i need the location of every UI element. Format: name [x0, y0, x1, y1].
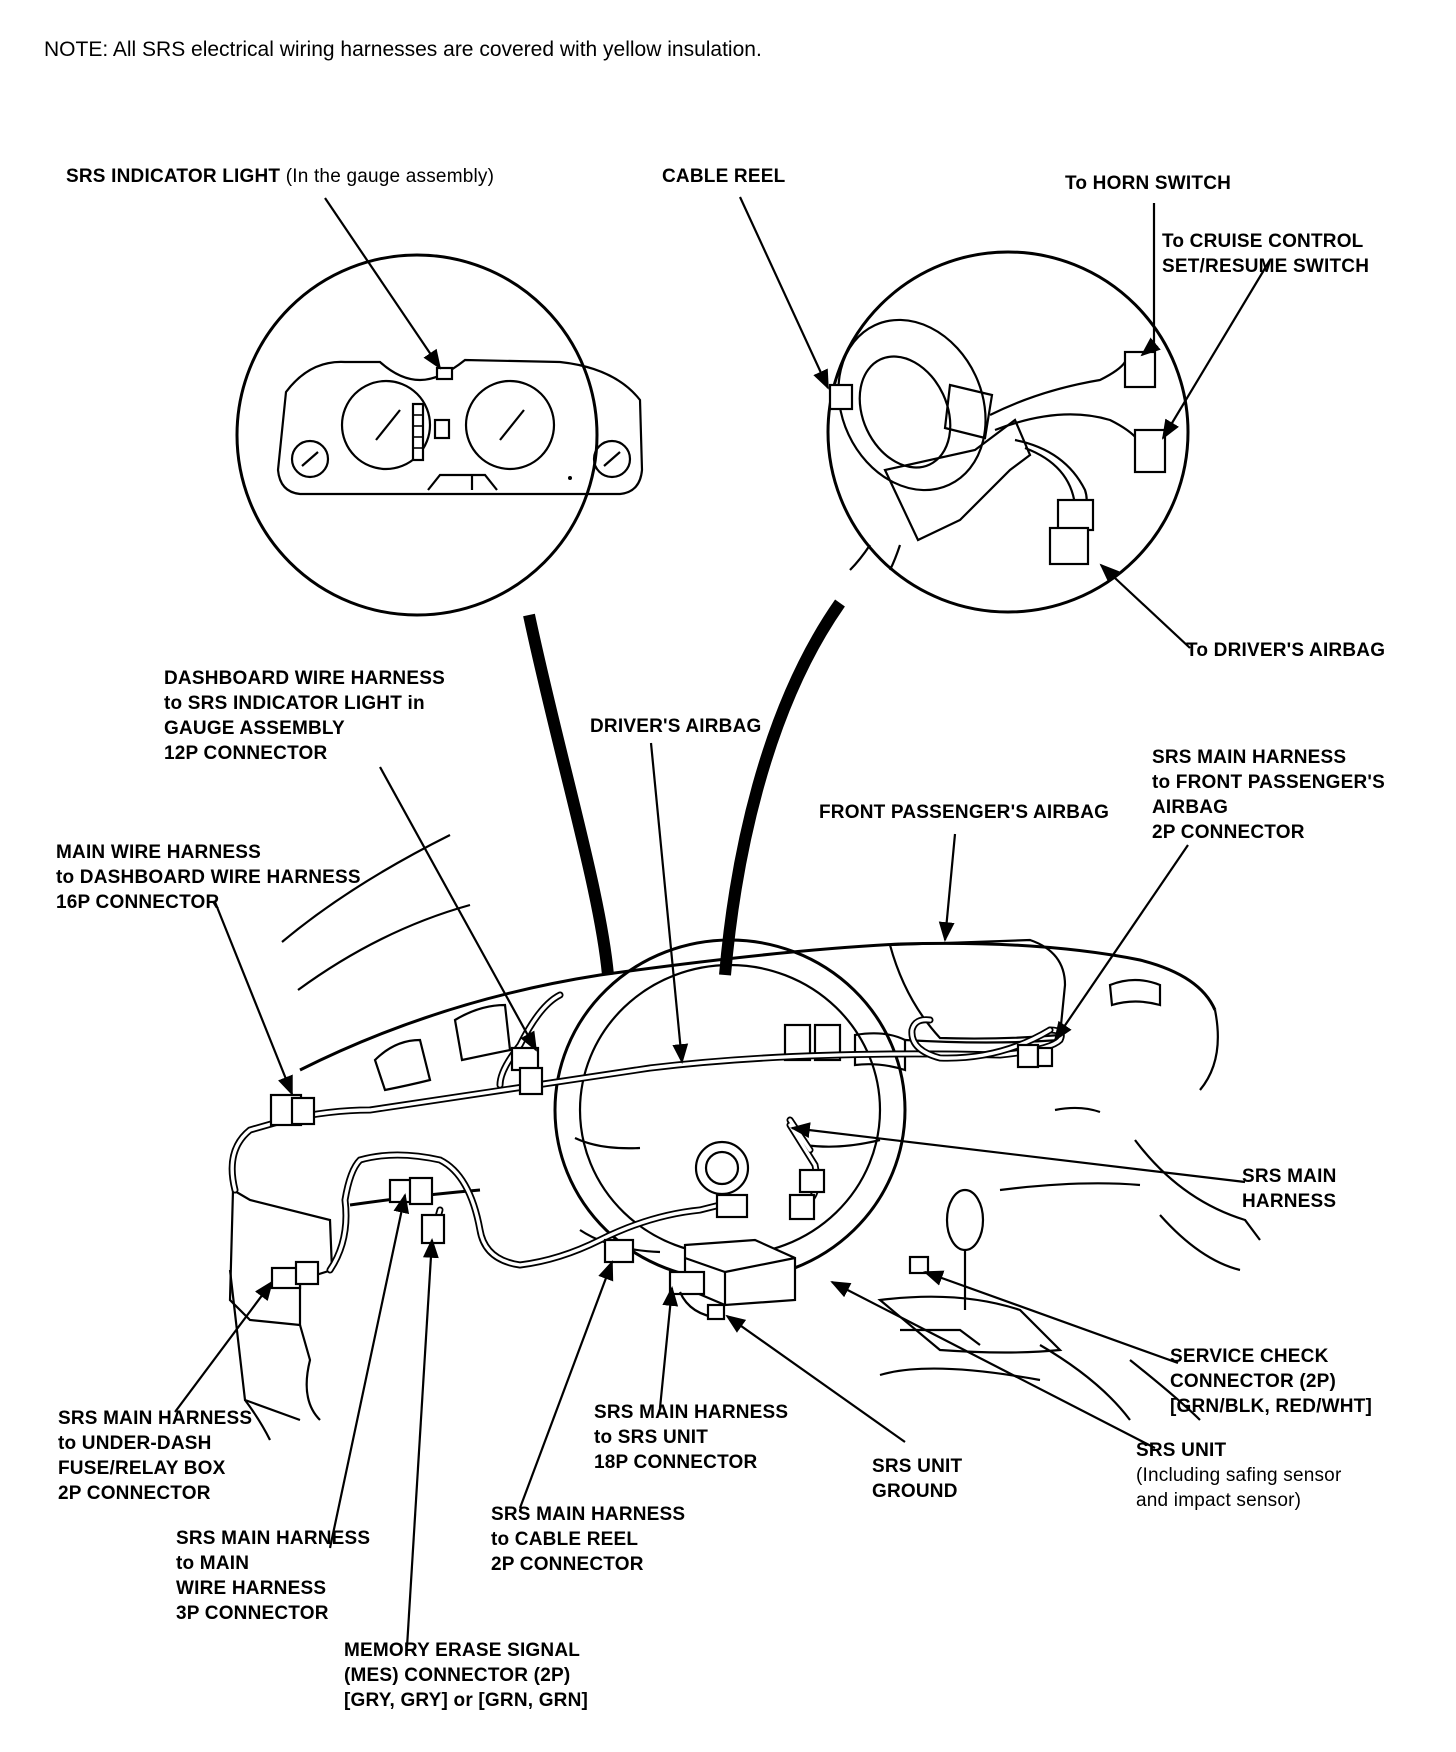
label-srs-to-passenger-airbag-line4: 2P CONNECTOR — [1152, 822, 1305, 843]
srs-note: NOTE: All SRS electrical wiring harnesse… — [44, 38, 762, 61]
label-service-check: SERVICE CHECK CONNECTOR (2P) [GRN/BLK, R… — [1170, 1344, 1372, 1419]
label-main-to-dashboard-line1: MAIN WIRE HARNESS — [56, 842, 262, 863]
label-srs-unit-ground-line1: SRS UNIT — [872, 1456, 963, 1477]
label-mes-connector-line3: [GRY, GRY] or [GRN, GRN] — [344, 1690, 589, 1711]
label-dashboard-harness-line1: DASHBOARD WIRE HARNESS — [164, 668, 445, 689]
label-srs-to-main-harness-line1: SRS MAIN HARNESS — [176, 1528, 371, 1549]
label-srs-to-srs-unit-line2: to SRS UNIT — [594, 1427, 709, 1448]
label-srs-to-fuse-box: SRS MAIN HARNESS to UNDER-DASH FUSE/RELA… — [58, 1406, 252, 1506]
label-dashboard-harness-line2: to SRS INDICATOR LIGHT in — [164, 693, 425, 714]
label-srs-to-fuse-box-line1: SRS MAIN HARNESS — [58, 1408, 253, 1429]
label-srs-to-passenger-airbag-line2: to FRONT PASSENGER'S — [1152, 772, 1386, 793]
label-drivers-airbag-connector-text: To DRIVER'S AIRBAG — [1186, 640, 1386, 661]
label-main-to-dashboard: MAIN WIRE HARNESS to DASHBOARD WIRE HARN… — [56, 840, 361, 915]
label-cruise-switch-line1: To CRUISE CONTROL — [1162, 231, 1364, 252]
label-srs-main-harness-line2: HARNESS — [1242, 1191, 1337, 1212]
label-srs-to-cable-reel-line2: to CABLE REEL — [491, 1529, 639, 1550]
label-main-to-dashboard-line3: 16P CONNECTOR — [56, 892, 220, 913]
cable-reel-detail-circle — [826, 250, 1190, 614]
label-srs-to-main-harness: SRS MAIN HARNESS to MAIN WIRE HARNESS 3P… — [176, 1526, 370, 1626]
label-mes-connector-line1: MEMORY ERASE SIGNAL — [344, 1640, 581, 1661]
label-drivers-airbag: DRIVER'S AIRBAG — [590, 714, 762, 739]
gauge-detail-circle — [235, 253, 644, 617]
label-srs-main-harness: SRS MAIN HARNESS — [1242, 1164, 1337, 1214]
label-drivers-airbag-connector: To DRIVER'S AIRBAG — [1186, 638, 1385, 663]
label-drivers-airbag-text: DRIVER'S AIRBAG — [590, 716, 762, 737]
label-srs-to-srs-unit-line3: 18P CONNECTOR — [594, 1452, 758, 1473]
label-dashboard-harness: DASHBOARD WIRE HARNESS to SRS INDICATOR … — [164, 666, 445, 766]
label-srs-unit-line2: (Including safing sensor — [1136, 1465, 1342, 1486]
label-horn-switch-text: To HORN SWITCH — [1065, 173, 1232, 194]
label-dashboard-harness-line3: GAUGE ASSEMBLY — [164, 718, 345, 739]
reel-link-line — [719, 599, 845, 976]
label-srs-to-main-harness-line2: to MAIN — [176, 1553, 250, 1574]
label-cruise-switch-line2: SET/RESUME SWITCH — [1162, 256, 1370, 277]
label-front-passenger-airbag: FRONT PASSENGER'S AIRBAG — [819, 800, 1109, 825]
label-srs-unit-ground-line2: GROUND — [872, 1481, 958, 1502]
label-front-passenger-airbag-text: FRONT PASSENGER'S AIRBAG — [819, 802, 1110, 823]
label-srs-to-cable-reel: SRS MAIN HARNESS to CABLE REEL 2P CONNEC… — [491, 1502, 685, 1577]
label-srs-main-harness-line1: SRS MAIN — [1242, 1166, 1337, 1187]
label-main-to-dashboard-line2: to DASHBOARD WIRE HARNESS — [56, 867, 361, 888]
label-horn-switch: To HORN SWITCH — [1065, 171, 1231, 196]
label-service-check-line1: SERVICE CHECK — [1170, 1346, 1329, 1367]
label-srs-unit-line3: and impact sensor) — [1136, 1490, 1302, 1511]
label-srs-to-srs-unit-line1: SRS MAIN HARNESS — [594, 1402, 789, 1423]
label-srs-to-srs-unit: SRS MAIN HARNESS to SRS UNIT 18P CONNECT… — [594, 1400, 788, 1475]
label-srs-unit-ground: SRS UNIT GROUND — [872, 1454, 962, 1504]
label-cable-reel: CABLE REEL — [662, 164, 785, 189]
label-dashboard-harness-line4: 12P CONNECTOR — [164, 743, 328, 764]
label-srs-unit: SRS UNIT (Including safing sensor and im… — [1136, 1438, 1341, 1513]
dashboard-illustration — [228, 834, 1261, 1441]
label-srs-to-passenger-airbag-line1: SRS MAIN HARNESS — [1152, 747, 1347, 768]
label-srs-to-passenger-airbag-line3: AIRBAG — [1152, 797, 1229, 818]
label-srs-to-cable-reel-line3: 2P CONNECTOR — [491, 1554, 644, 1575]
label-service-check-line3: [GRN/BLK, RED/WHT] — [1170, 1396, 1373, 1417]
label-cable-reel-text: CABLE REEL — [662, 166, 786, 187]
label-mes-connector: MEMORY ERASE SIGNAL (MES) CONNECTOR (2P)… — [344, 1638, 588, 1713]
leader-lines — [174, 196, 1271, 1648]
label-srs-unit-title: SRS UNIT — [1136, 1440, 1227, 1461]
label-srs-indicator-light: SRS INDICATOR LIGHT (In the gauge assemb… — [66, 164, 494, 189]
label-srs-to-fuse-box-line3: FUSE/RELAY BOX — [58, 1458, 226, 1479]
label-mes-connector-line2: (MES) CONNECTOR (2P) — [344, 1665, 571, 1686]
label-srs-indicator-light-note: (In the gauge assembly) — [280, 166, 495, 187]
label-srs-to-fuse-box-line4: 2P CONNECTOR — [58, 1483, 211, 1504]
label-srs-to-passenger-airbag: SRS MAIN HARNESS to FRONT PASSENGER'S AI… — [1152, 745, 1385, 845]
connectors — [269, 1043, 1054, 1321]
label-service-check-line2: CONNECTOR (2P) — [1170, 1371, 1337, 1392]
label-srs-to-main-harness-line4: 3P CONNECTOR — [176, 1603, 329, 1624]
label-srs-to-fuse-box-line2: to UNDER-DASH — [58, 1433, 212, 1454]
label-srs-to-cable-reel-line1: SRS MAIN HARNESS — [491, 1504, 686, 1525]
label-cruise-switch: To CRUISE CONTROL SET/RESUME SWITCH — [1162, 229, 1369, 279]
label-srs-indicator-light-bold: SRS INDICATOR LIGHT — [66, 166, 281, 187]
gauge-link-line — [523, 613, 614, 976]
label-srs-to-main-harness-line3: WIRE HARNESS — [176, 1578, 327, 1599]
srs-harness — [228, 991, 1065, 1274]
